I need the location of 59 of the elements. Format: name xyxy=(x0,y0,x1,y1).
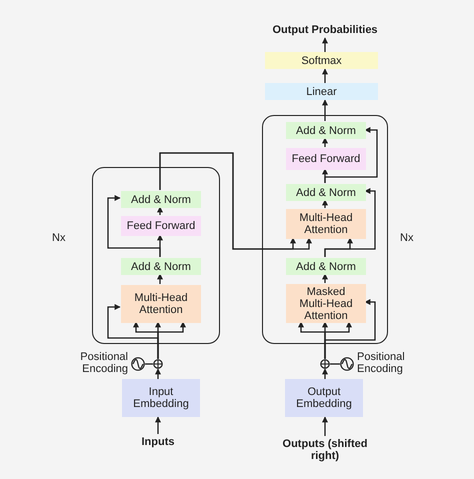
layer-box xyxy=(286,122,366,139)
layer-box xyxy=(265,52,378,69)
text-label: Inputs xyxy=(118,434,198,450)
arrow xyxy=(324,188,376,257)
arrow xyxy=(322,99,328,121)
adder-icon xyxy=(153,359,163,369)
stack-frame xyxy=(92,167,220,344)
arrow xyxy=(155,416,161,434)
box-label: Linear xyxy=(306,86,337,98)
layer-box xyxy=(286,209,366,239)
box-label: Add & Norm xyxy=(296,124,356,136)
layer-box xyxy=(286,284,366,323)
layer-box xyxy=(121,191,201,208)
box-label: Feed Forward xyxy=(292,153,360,165)
layer-box xyxy=(286,148,366,170)
sine-wave-icon xyxy=(131,357,145,371)
arrow xyxy=(322,199,328,208)
layer-box xyxy=(121,216,201,236)
text-label: Outputs (shifted right) xyxy=(281,436,369,464)
box-label: Masked Multi-Head Attention xyxy=(298,286,354,322)
box-label: Add & Norm xyxy=(296,186,356,198)
layer-box xyxy=(122,379,200,417)
layer-box xyxy=(286,184,366,201)
arrow xyxy=(324,299,376,359)
side-label: Positional Encoding xyxy=(357,351,406,375)
box-label: Add & Norm xyxy=(131,260,191,272)
repeat-label: Nx xyxy=(52,232,66,244)
arrow xyxy=(157,273,163,284)
arrow xyxy=(322,37,328,52)
box-label: Output Embedding xyxy=(295,386,353,410)
box-label: Softmax xyxy=(301,54,342,66)
box-label: Feed Forward xyxy=(126,220,196,232)
layer-box xyxy=(265,83,378,100)
layer-box xyxy=(285,379,363,417)
arrow xyxy=(322,137,328,147)
arrow xyxy=(324,127,378,183)
arrow xyxy=(155,368,161,379)
arrow xyxy=(322,68,328,83)
arrow xyxy=(107,304,159,359)
layer-box xyxy=(121,285,201,323)
arrow xyxy=(322,368,328,379)
layer-box xyxy=(286,258,366,275)
arrow xyxy=(322,416,328,436)
adder-icon xyxy=(320,359,330,369)
box-label: Add & Norm xyxy=(296,260,356,272)
connector-line xyxy=(330,363,340,365)
box-label: Multi-Head Attention xyxy=(298,212,354,236)
arrow xyxy=(107,195,161,257)
text-label: Output Probabilities xyxy=(250,22,400,38)
side-label: Positional Encoding xyxy=(79,351,128,375)
box-label: Add & Norm xyxy=(131,194,191,206)
arrow xyxy=(157,206,163,215)
stack-frame xyxy=(262,115,388,344)
box-label: Multi-Head Attention xyxy=(133,292,189,316)
arrow xyxy=(322,273,328,283)
sine-wave-icon xyxy=(340,357,354,371)
repeat-label: Nx xyxy=(400,232,414,244)
box-label: Input Embedding xyxy=(132,386,190,410)
layer-box xyxy=(121,258,201,275)
